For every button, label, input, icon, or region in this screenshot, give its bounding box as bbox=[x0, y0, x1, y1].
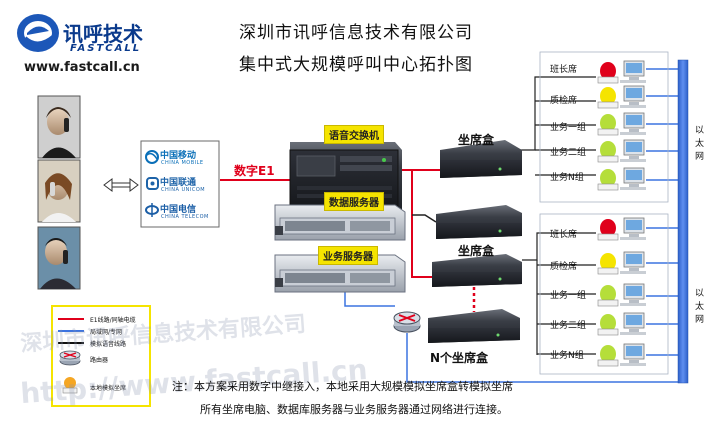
seat-box-1-label: 坐席盒 bbox=[458, 133, 495, 147]
voice-switch-label: 语音交换机 bbox=[324, 125, 384, 144]
seat-box-2-device bbox=[436, 205, 522, 239]
switch-to-box2-line bbox=[412, 214, 437, 223]
ethernet-label-1: 以太网 bbox=[693, 125, 703, 164]
logo-url: www.fastcall.cn bbox=[24, 60, 140, 75]
analog-lines-group2 bbox=[522, 232, 596, 355]
seat-box-3-label: N个坐席盒 bbox=[430, 351, 489, 365]
china-telecom-icon bbox=[145, 203, 159, 217]
seat-box-3-device bbox=[432, 254, 522, 287]
bidirectional-arrow-icon bbox=[103, 178, 139, 192]
legend-phone-icon bbox=[62, 377, 78, 394]
carrier-mobile-cn: 中国移动 bbox=[160, 151, 197, 161]
seat-label: 业务二组 bbox=[550, 148, 587, 158]
carrier-unicom-en: CHINA UNICOM bbox=[161, 187, 206, 193]
seat-box-1-device bbox=[440, 140, 522, 178]
legend-router-text: 路由器 bbox=[90, 357, 109, 364]
note-line-2: 所有坐席电脑、数据库服务器与业务服务器通过网络进行连接。 bbox=[200, 403, 508, 416]
seat-label: 业务N组 bbox=[550, 173, 584, 183]
carrier-telecom-en: CHINA TELECOM bbox=[161, 214, 209, 220]
carrier-mobile-en: CHINA MOBILE bbox=[161, 160, 204, 166]
title-line-1: 深圳市讯呼信息技术有限公司 bbox=[239, 23, 473, 43]
legend-e1-text: E1线路/同轴电缆 bbox=[90, 317, 136, 324]
title-line-2: 集中式大规模呼叫中心拓扑图 bbox=[239, 55, 473, 75]
router-icon bbox=[393, 311, 421, 333]
switch-to-box3-line bbox=[400, 169, 432, 278]
china-mobile-icon bbox=[145, 150, 159, 164]
seat-label: 业务一组 bbox=[550, 291, 587, 301]
carrier-telecom-cn: 中国电信 bbox=[160, 205, 197, 215]
legend-analog-text: 模拟语音线路 bbox=[90, 341, 127, 348]
ethernet-label-2: 以太网 bbox=[693, 288, 703, 327]
agent-stations-group1 bbox=[597, 60, 646, 191]
agent-stations-group2 bbox=[597, 217, 646, 367]
lan-lines bbox=[344, 68, 678, 383]
seat-label: 业务N组 bbox=[550, 351, 584, 361]
seat-box-4-device bbox=[428, 309, 520, 343]
logo-mark bbox=[17, 14, 59, 52]
china-unicom-icon bbox=[146, 177, 159, 190]
legend-phone-text: 本地模拟坐席 bbox=[90, 385, 127, 392]
e1-link-label: 数字E1 bbox=[234, 164, 275, 178]
ethernet-bar-1 bbox=[677, 59, 689, 384]
logo-name: 讯呼技术 bbox=[63, 22, 143, 46]
seat-box-2-label: 坐席盒 bbox=[458, 244, 495, 258]
seat-label: 班长席 bbox=[550, 65, 578, 75]
seat-group-1-frame bbox=[539, 51, 669, 203]
legend-router-icon bbox=[59, 350, 81, 366]
carrier-unicom-cn: 中国联通 bbox=[160, 178, 197, 188]
seat-label: 质检席 bbox=[550, 96, 578, 106]
seat-group-2-frame bbox=[539, 213, 669, 375]
seat-label: 质检席 bbox=[550, 262, 578, 272]
customer-photos bbox=[37, 95, 81, 290]
analog-lines-group1 bbox=[518, 76, 596, 176]
note-line-1: 注：本方案采用数字中继接入，本地采用大规模模拟坐席盒转模拟坐席 bbox=[172, 380, 513, 393]
seat-label: 业务一组 bbox=[550, 123, 587, 133]
legend-lan-text: 局域网/专网 bbox=[90, 329, 123, 336]
logo-sub: FASTCALL bbox=[70, 43, 142, 54]
seat-label: 业务二组 bbox=[550, 321, 587, 331]
db-server-label: 数据服务器 bbox=[324, 192, 384, 211]
seat-label: 班长席 bbox=[550, 230, 578, 240]
database-server-device bbox=[274, 204, 406, 241]
biz-server-label: 业务服务器 bbox=[318, 246, 378, 265]
